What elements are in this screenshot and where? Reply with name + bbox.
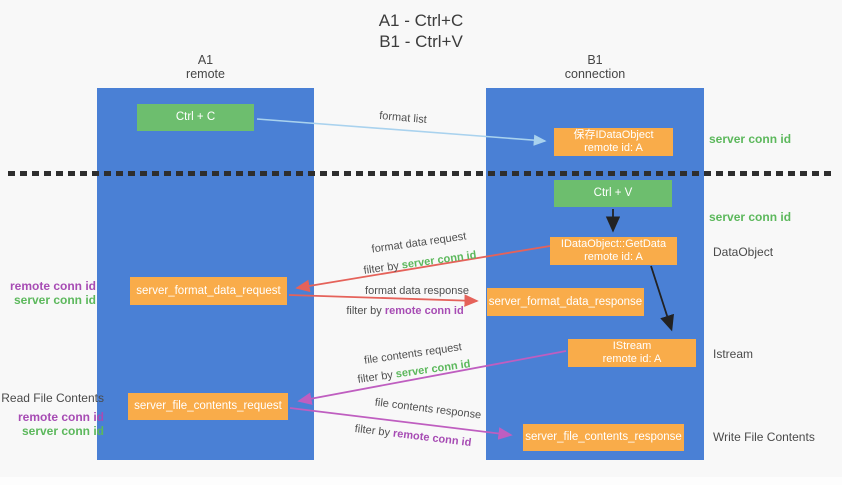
side-label-dataobject: DataObject	[713, 245, 774, 259]
filter-by-text: filter by	[356, 369, 394, 386]
left-remote-conn-id-1: remote conn id	[9, 279, 96, 293]
separator-dotted-line	[8, 171, 836, 176]
node-ctrl-c: Ctrl + C	[137, 104, 254, 131]
left-conn-id-pair-2: remote conn id server conn id	[0, 410, 104, 438]
filter-by-text: filter by	[354, 422, 391, 440]
node-ctrl-c-label: Ctrl + C	[175, 111, 216, 123]
node-server-file-contents-response-label: server_file_contents_response	[525, 431, 682, 443]
side-label-write-file-contents: Write File Contents	[713, 430, 815, 444]
node-idataobject-getdata-line1: IDataObject::GetData	[560, 238, 667, 250]
server-conn-id-text: server conn id	[401, 249, 478, 272]
remote-conn-id-text: remote conn id	[392, 427, 472, 450]
left-server-conn-id-1: server conn id	[13, 293, 96, 307]
node-idataobject-getdata-line2: remote id: A	[584, 251, 643, 263]
lane-b1-name: B1	[587, 53, 603, 67]
remote-conn-id-text: remote conn id	[384, 305, 464, 317]
side-label-server-conn-id-top: server conn id	[709, 132, 792, 146]
lane-b1-role: connection	[564, 67, 626, 81]
bottom-strip	[0, 477, 842, 485]
node-server-format-data-response-label: server_format_data_response	[488, 295, 643, 308]
server-conn-id-text: server conn id	[395, 358, 472, 381]
node-server-format-data-response: server_format_data_response	[487, 288, 644, 316]
node-server-file-contents-response: server_file_contents_response	[523, 424, 684, 451]
filter-by-text: filter by	[346, 305, 382, 317]
left-conn-id-pair-1: remote conn id server conn id	[0, 279, 96, 307]
lane-header-b1: B1 connection	[486, 53, 704, 81]
lane-a1-role: remote	[186, 67, 225, 81]
side-label-read-file-contents: Read File Contents	[1, 391, 104, 405]
title-line-1: A1 - Ctrl+C	[378, 11, 464, 30]
left-remote-conn-id-2: remote conn id	[17, 410, 104, 424]
node-server-format-data-request-label: server_format_data_request	[136, 284, 281, 297]
edge-label-file-contents-response: file contents response	[374, 396, 482, 422]
node-ctrl-v-label: Ctrl + V	[593, 187, 633, 199]
node-save-idataobject-line2: remote id: A	[584, 142, 643, 154]
side-label-istream: Istream	[713, 347, 754, 361]
edge-label-filter-by-remote-2: filter by remote conn id	[354, 423, 472, 449]
edge-label-format-data-response: format data response	[365, 285, 469, 297]
node-server-file-contents-request-label: server_file_contents_request	[134, 400, 282, 412]
diagram-title: A1 - Ctrl+C B1 - Ctrl+V	[0, 10, 842, 52]
title-line-2: B1 - Ctrl+V	[379, 32, 463, 51]
node-save-idataobject: 保存IDataObject remote id: A	[554, 128, 673, 156]
lane-header-a1: A1 remote	[97, 53, 314, 81]
node-istream-line1: IStream	[612, 340, 652, 352]
node-idataobject-getdata: IDataObject::GetData remote id: A	[550, 237, 677, 265]
node-istream: IStream remote id: A	[568, 339, 696, 367]
node-istream-line2: remote id: A	[602, 353, 662, 365]
edge-label-filter-by-remote-1: filter by remote conn id	[346, 305, 463, 317]
lane-a1-name: A1	[197, 53, 214, 67]
node-server-format-data-request: server_format_data_request	[130, 277, 287, 305]
edge-label-format-list: format list	[378, 109, 428, 127]
filter-by-text: filter by	[362, 260, 400, 277]
side-label-server-conn-id-mid: server conn id	[709, 210, 792, 224]
left-server-conn-id-2: server conn id	[21, 424, 104, 438]
node-server-file-contents-request: server_file_contents_request	[128, 393, 288, 420]
node-ctrl-v: Ctrl + V	[554, 180, 672, 207]
node-save-idataobject-line1: 保存IDataObject	[573, 129, 654, 141]
